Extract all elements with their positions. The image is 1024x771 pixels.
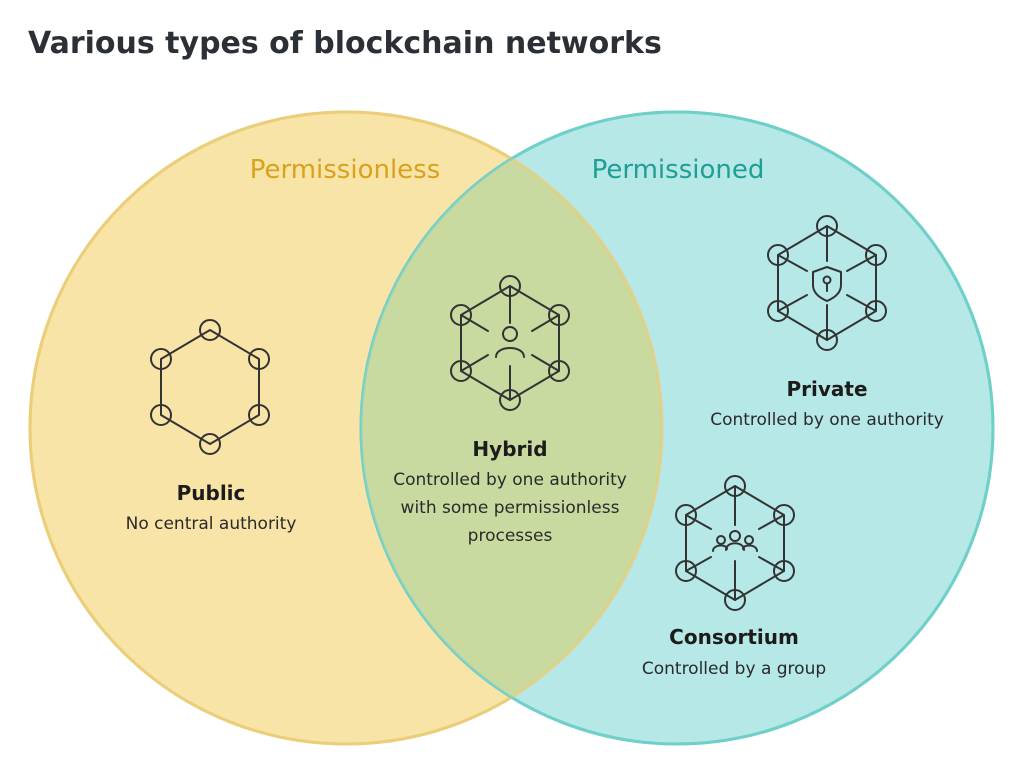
hybrid-description-line-3: processes — [468, 526, 553, 546]
network-group-icon — [675, 475, 795, 611]
consortium-description: Controlled by a group — [642, 659, 826, 679]
network-person-icon — [450, 275, 570, 411]
private-description: Controlled by one authority — [710, 410, 944, 430]
consortium-title: Consortium — [669, 625, 799, 649]
hexagon-network-icon — [150, 319, 270, 455]
public-description: No central authority — [126, 514, 297, 534]
permissionless-label: Permissionless — [250, 155, 441, 185]
hybrid-title: Hybrid — [472, 437, 547, 461]
public-title: Public — [177, 481, 246, 505]
overlap-region — [361, 112, 662, 744]
network-shield-icon — [767, 215, 887, 351]
page-title: Various types of blockchain networks — [28, 26, 662, 61]
private-title: Private — [786, 377, 867, 401]
hybrid-description-line-2: with some permissionless — [401, 498, 620, 518]
permissioned-label: Permissioned — [592, 155, 765, 185]
hybrid-description-line-1: Controlled by one authority — [393, 470, 627, 490]
